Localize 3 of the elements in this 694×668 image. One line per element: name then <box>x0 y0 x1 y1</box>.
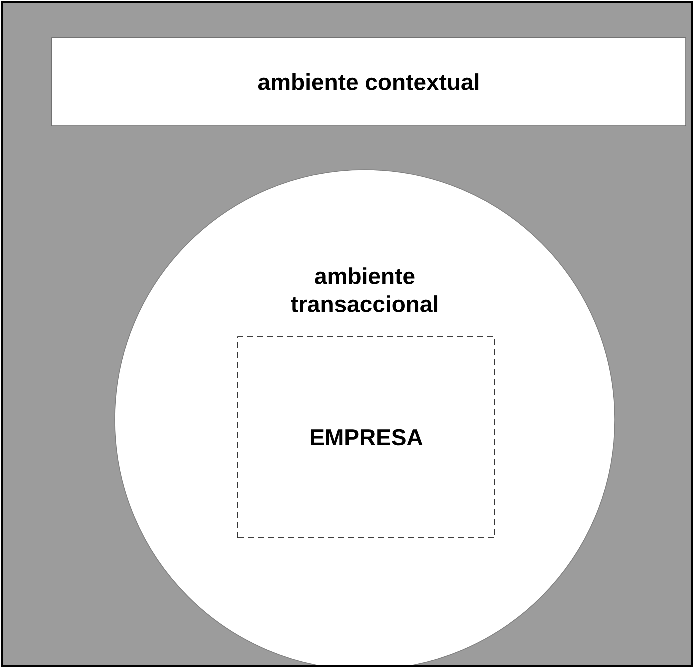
title-band: ambiente contextual <box>52 38 686 126</box>
dashed-box: EMPRESA <box>238 336 496 538</box>
region-label: ambiente transaccional <box>291 268 438 312</box>
